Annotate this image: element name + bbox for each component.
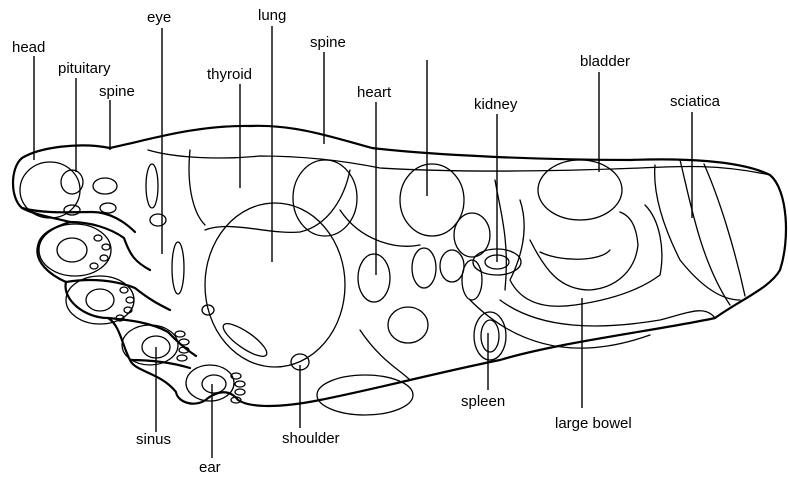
label-heart: heart	[357, 84, 392, 101]
spleen-zone	[474, 312, 506, 360]
label-sinus: sinus	[136, 431, 171, 448]
toes	[20, 162, 234, 401]
toe-points	[57, 170, 245, 403]
label-kidney: kidney	[474, 96, 518, 113]
foot-outline	[13, 126, 786, 406]
label-shoulder: shoulder	[282, 430, 340, 447]
label-eye: eye	[147, 9, 171, 26]
lung-zone	[205, 203, 345, 367]
label-lung: lung	[258, 7, 286, 24]
label-spleen: spleen	[461, 393, 505, 410]
second-toe	[39, 224, 111, 276]
zones	[146, 150, 770, 415]
label-thyroid: thyroid	[207, 66, 252, 83]
label-pituitary: pituitary	[58, 60, 111, 77]
label-ear: ear	[199, 459, 221, 476]
label-head: head	[12, 39, 45, 56]
toe-gap-3	[66, 280, 170, 310]
toe-gap-1	[22, 208, 135, 232]
labels: head pituitary spine eye thyroid lung sp…	[12, 7, 721, 476]
label-spine-toe: spine	[99, 83, 135, 100]
heart-zone	[358, 254, 390, 302]
label-bladder: bladder	[580, 53, 630, 70]
label-large-bowel: large bowel	[555, 415, 632, 432]
label-sciatica: sciatica	[670, 93, 721, 110]
label-spine-top: spine	[310, 34, 346, 51]
